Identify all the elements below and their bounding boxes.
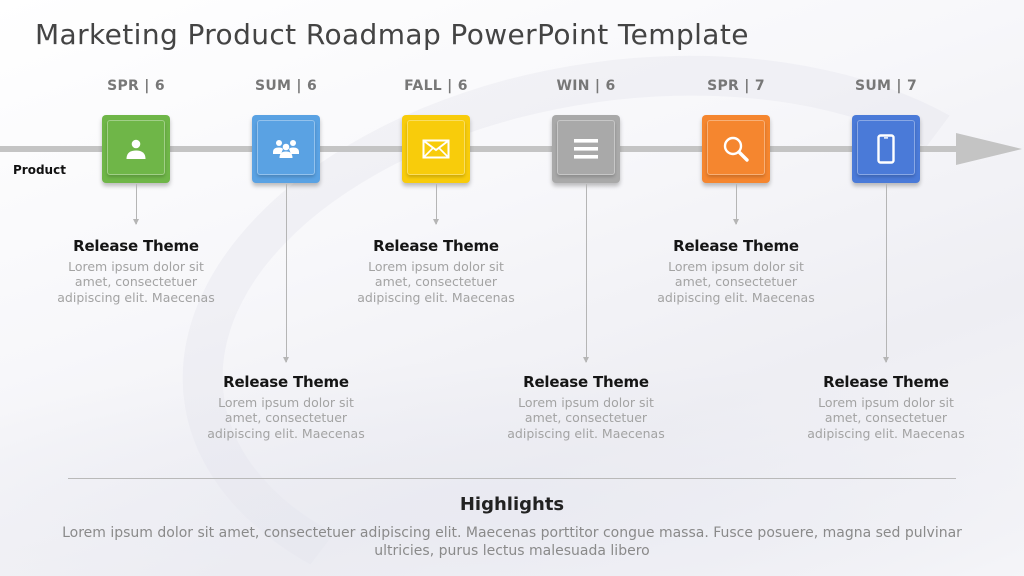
card-title: Release Theme: [673, 237, 799, 255]
release-card: Release Theme Lorem ipsum dolor sit amet…: [201, 372, 371, 441]
release-card: Release Theme Lorem ipsum dolor sit amet…: [351, 236, 521, 305]
timeline-arrow-icon: [956, 133, 1022, 165]
search-icon: [723, 136, 749, 162]
connector-arrow: [882, 184, 889, 363]
release-card: Release Theme Lorem ipsum dolor sit amet…: [501, 372, 671, 441]
release-card: Release Theme Lorem ipsum dolor sit amet…: [651, 236, 821, 305]
card-body: Lorem ipsum dolor sit amet, consectetuer…: [207, 395, 365, 441]
slide-title: Marketing Product Roadmap PowerPoint Tem…: [35, 18, 749, 51]
season-label: SPR | 7: [707, 78, 765, 94]
release-card: Release Theme Lorem ipsum dolor sit amet…: [801, 372, 971, 441]
timeline-line: [0, 146, 962, 152]
card-body: Lorem ipsum dolor sit amet, consectetuer…: [807, 395, 965, 441]
group-icon: [273, 140, 299, 158]
connector-arrow: [432, 184, 439, 225]
card-title: Release Theme: [523, 373, 649, 391]
milestone-box-fall-6[interactable]: [402, 115, 470, 183]
season-label: SPR | 6: [107, 78, 165, 94]
season-label: WIN | 6: [556, 78, 616, 94]
milestone-box-sum-6[interactable]: [252, 115, 320, 183]
highlights-title: Highlights: [459, 494, 565, 515]
menu-lines-icon: [574, 139, 598, 159]
envelope-icon: [422, 139, 450, 159]
milestone-box-spr-7[interactable]: [702, 115, 770, 183]
card-title: Release Theme: [73, 237, 199, 255]
season-label: SUM | 6: [254, 78, 318, 94]
card-body: Lorem ipsum dolor sit amet, consectetuer…: [657, 259, 815, 305]
user-icon: [126, 139, 146, 159]
milestone-box-spr-6[interactable]: [102, 115, 170, 183]
row-label-product: Product: [13, 163, 66, 177]
milestone-box-win-6[interactable]: [552, 115, 620, 183]
connector-arrow: [282, 184, 289, 363]
card-body: Lorem ipsum dolor sit amet, consectetuer…: [507, 395, 665, 441]
card-body: Lorem ipsum dolor sit amet, consectetuer…: [57, 259, 215, 305]
highlights-body: Lorem ipsum dolor sit amet, consectetuer…: [62, 525, 962, 559]
milestone-box-sum-7[interactable]: [852, 115, 920, 183]
highlights-divider: [68, 478, 956, 479]
connector-arrow: [132, 184, 139, 225]
release-card: Release Theme Lorem ipsum dolor sit amet…: [51, 236, 221, 305]
connector-arrow: [732, 184, 739, 225]
card-title: Release Theme: [373, 237, 499, 255]
season-label: FALL | 6: [404, 78, 468, 94]
card-title: Release Theme: [823, 373, 949, 391]
smartphone-icon: [877, 134, 895, 164]
season-label: SUM | 7: [854, 78, 918, 94]
connector-arrow: [582, 184, 589, 363]
card-body: Lorem ipsum dolor sit amet, consectetuer…: [357, 259, 515, 305]
card-title: Release Theme: [223, 373, 349, 391]
